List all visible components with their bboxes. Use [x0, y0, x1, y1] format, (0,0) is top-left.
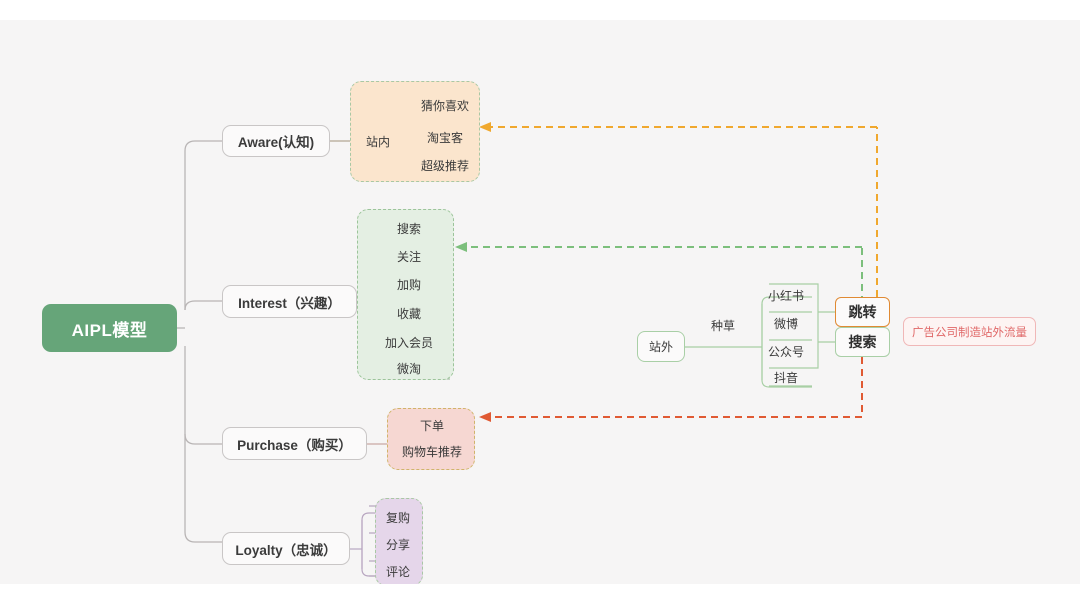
platform-3[interactable]: 公众号	[767, 344, 804, 359]
annotation-ad-agency-traffic: 广告公司制造站外流量	[903, 317, 1036, 346]
leaf-interest-3[interactable]: 加购	[396, 277, 421, 292]
edge-label-seeding: 种草	[710, 318, 735, 333]
leaf-interest-6[interactable]: 微淘	[396, 361, 421, 376]
root-node[interactable]: AIPL模型	[42, 304, 177, 352]
leaf-interest-1[interactable]: 搜索	[396, 221, 421, 236]
connector-lines	[177, 92, 878, 577]
leaf-loyalty-2[interactable]: 分享	[385, 537, 410, 552]
leaf-interest-4[interactable]: 收藏	[396, 306, 421, 321]
leaf-purchase-1[interactable]: 下单	[419, 418, 444, 433]
platform-1[interactable]: 小红书	[767, 288, 804, 303]
stage-node-loyalty[interactable]: Loyalty（忠诚）	[222, 532, 350, 565]
sublabel-aware-onsite: 站内	[365, 134, 390, 149]
group-purchase	[387, 408, 475, 470]
leaf-interest-2[interactable]: 关注	[396, 249, 421, 264]
group-aware	[350, 81, 480, 182]
leaf-aware-2[interactable]: 淘宝客	[426, 130, 463, 145]
group-interest	[357, 209, 454, 380]
platform-4[interactable]: 抖音	[773, 370, 798, 385]
flow-arrow-jump-to-aware	[479, 122, 491, 132]
stage-node-aware[interactable]: Aware(认知)	[222, 125, 330, 157]
leaf-aware-3[interactable]: 超级推荐	[420, 158, 469, 173]
mindmap-stage: AIPL模型 Aware(认知) 站内 猜你喜欢 淘宝客 超级推荐 Intere…	[0, 20, 1080, 584]
node-offsite[interactable]: 站外	[637, 331, 685, 362]
leaf-aware-1[interactable]: 猜你喜欢	[420, 98, 469, 113]
leaf-purchase-2[interactable]: 购物车推荐	[401, 444, 462, 459]
flow-arrow-search-to-interest	[455, 242, 467, 252]
leaf-loyalty-1[interactable]: 复购	[385, 510, 410, 525]
mindmap-canvas: AIPL模型 Aware(认知) 站内 猜你喜欢 淘宝客 超级推荐 Intere…	[0, 20, 1080, 584]
leaf-interest-5[interactable]: 加入会员	[384, 335, 433, 350]
group-loyalty	[375, 498, 423, 584]
node-action-search[interactable]: 搜索	[835, 327, 890, 357]
flow-arrow-search-to-purchase	[479, 412, 491, 422]
stage-node-purchase[interactable]: Purchase（购买）	[222, 427, 367, 460]
stage-node-interest[interactable]: Interest（兴趣）	[222, 285, 357, 318]
leaf-loyalty-3[interactable]: 评论	[385, 564, 410, 579]
platform-2[interactable]: 微博	[773, 316, 798, 331]
node-action-jump[interactable]: 跳转	[835, 297, 890, 327]
